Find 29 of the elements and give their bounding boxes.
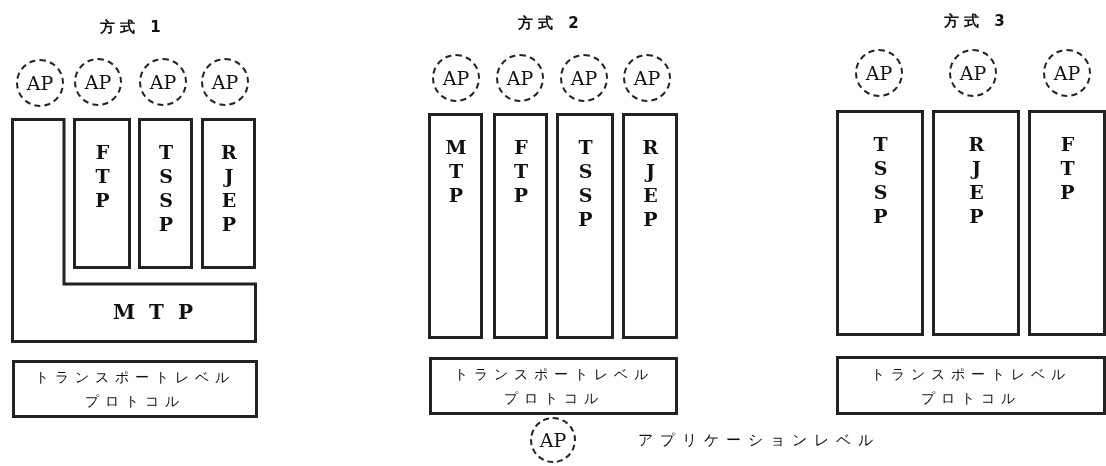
protocol-box: TSSP [556,113,614,339]
legend-text: アプリケーションレベル [638,431,880,450]
method-title: 方式 3 [944,12,1010,31]
protocol-box: RJEP [932,110,1020,336]
protocol-box: FTP [73,118,131,269]
dashed-circle: AP [139,58,187,106]
method-title: 方式 1 [100,18,166,37]
protocol-box: FTP [1028,110,1106,336]
transport-box: トランスポートレベルプロトコル [12,360,258,418]
dashed-circle: AP [530,417,576,463]
transport-box: トランスポートレベルプロトコル [429,357,678,415]
protocol-box: TSSP [138,118,193,269]
dashed-circle: AP [855,49,903,97]
dashed-circle: AP [74,58,122,106]
protocol-box: RJEP [201,118,256,269]
protocol-box: RJEP [622,113,678,339]
method-title: 方式 2 [518,14,584,33]
protocol-box: FTP [493,113,548,339]
dashed-circle: AP [1043,49,1091,97]
transport-box: トランスポートレベルプロトコル [836,356,1106,415]
dashed-circle: AP [496,54,544,102]
dashed-circle: AP [949,49,997,97]
dashed-circle: AP [432,54,480,102]
protocol-box: MTP [428,113,483,339]
dashed-circle: AP [623,54,671,102]
protocol-box: TSSP [836,110,924,336]
dashed-circle: AP [560,54,608,102]
dashed-circle: AP [16,59,64,107]
dashed-circle: AP [201,58,249,106]
